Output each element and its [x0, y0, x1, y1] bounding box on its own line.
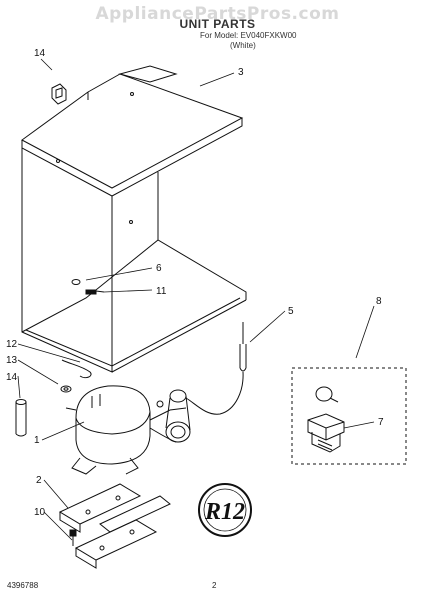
callout-13: 13: [6, 355, 18, 366]
relay-part: [307, 413, 345, 453]
document-number: 4396788: [7, 581, 39, 590]
thermostat-probe-part: [185, 322, 247, 415]
overload-protector-part: [315, 386, 339, 403]
r12-stamp: R12: [198, 483, 252, 537]
callout-3: 3: [238, 67, 244, 78]
screw-part: [85, 289, 105, 295]
compressor-part: [65, 385, 187, 475]
callout-leaders: [17, 58, 375, 541]
model-label: For Model: EV040FXKW00: [200, 31, 297, 40]
callout-11: 11: [156, 286, 167, 297]
bolt-part: [69, 529, 77, 546]
washer-part: [71, 279, 81, 285]
callout-10: 10: [34, 507, 46, 518]
grommet-part: [60, 385, 72, 393]
top-cover-part: [21, 65, 244, 197]
callout-12: 12: [6, 339, 18, 350]
callout-1: 1: [34, 435, 40, 446]
color-label: (White): [230, 41, 256, 50]
callout-8: 8: [376, 296, 382, 307]
callout-5: 5: [288, 306, 294, 317]
unit-frame-part: [21, 148, 247, 373]
watermark: AppliancePartsPros.com: [95, 4, 340, 24]
callout-6: 6: [156, 263, 162, 274]
callout-7: 7: [378, 417, 384, 428]
condenser-coil-part: [165, 389, 191, 443]
wire-clip-part: [61, 359, 92, 379]
callout-14: 14: [6, 372, 18, 383]
mounting-rails-part: [58, 483, 171, 569]
diagram-title: UNIT PARTS: [179, 17, 256, 31]
page-number: 2: [212, 581, 217, 590]
bracket-clip-part: [51, 83, 67, 105]
filter-tube-part: [15, 399, 27, 437]
svg-text:R12: R12: [204, 499, 245, 525]
callout-4: 14: [34, 48, 46, 59]
relay-assembly-box: [291, 367, 407, 465]
callout-2: 2: [36, 475, 42, 486]
